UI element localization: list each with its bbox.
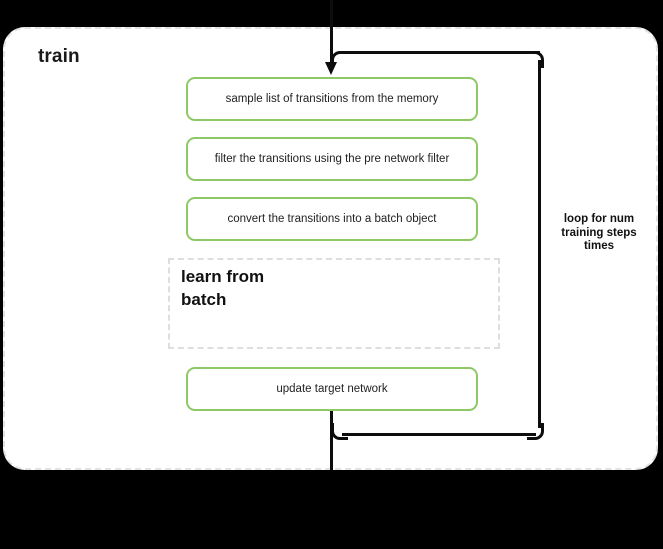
page-title: train bbox=[38, 46, 80, 67]
step-node-update-target-network[interactable]: update target network bbox=[186, 367, 478, 411]
step-node-convert-transitions[interactable]: convert the transitions into a batch obj… bbox=[186, 197, 478, 241]
subblock-learn-from-batch[interactable] bbox=[168, 258, 500, 349]
loop-top-segment bbox=[342, 51, 540, 54]
loop-top-right-corner bbox=[527, 51, 544, 68]
loop-bottom-left-corner bbox=[331, 423, 348, 440]
step-label: update target network bbox=[276, 382, 388, 395]
loop-bottom-segment bbox=[342, 433, 536, 436]
step-label: convert the transitions into a batch obj… bbox=[227, 212, 437, 225]
step-node-sample-transitions[interactable]: sample list of transitions from the memo… bbox=[186, 77, 478, 121]
step-node-filter-transitions[interactable]: filter the transitions using the pre net… bbox=[186, 137, 478, 181]
outgoing-arrow-line bbox=[330, 411, 333, 470]
step-label: filter the transitions using the pre net… bbox=[214, 152, 450, 165]
step-label: sample list of transitions from the memo… bbox=[225, 92, 439, 105]
incoming-arrow-head-icon bbox=[325, 62, 337, 75]
subblock-title: learn from batch bbox=[181, 267, 265, 309]
loop-annotation-label: loop for num training steps times bbox=[561, 213, 637, 252]
loop-bottom-right-corner bbox=[527, 423, 544, 440]
loop-right-segment bbox=[538, 60, 541, 428]
incoming-arrow-line bbox=[330, 0, 333, 70]
